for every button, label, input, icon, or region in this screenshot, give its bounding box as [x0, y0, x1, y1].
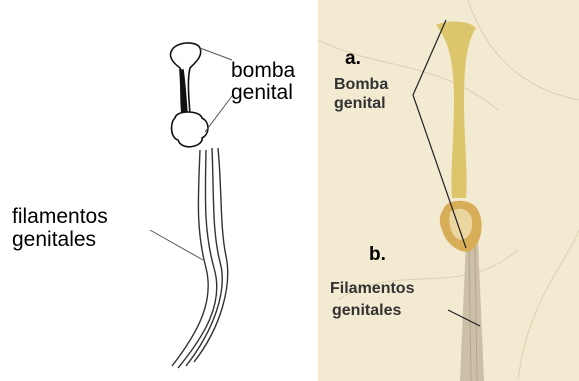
marker-b: b.: [369, 244, 386, 266]
photograph-panel: a. Bomba genital b. Filamentos genitales: [318, 0, 579, 381]
leader-lines: [150, 48, 232, 260]
bomba-genital-label-line1: bomba: [231, 59, 295, 83]
filamentos-genitales-photo-label-line1: Filamentos: [330, 280, 414, 298]
filamentos-genitales-label-line1: filamentos: [12, 205, 108, 229]
marker-a: a.: [345, 48, 361, 70]
genital-pump-drawing: [170, 43, 208, 147]
filamentos-genitales-photo-label-line2: genitales: [332, 302, 401, 320]
bomba-genital-photo-label-line1: Bomba: [334, 76, 388, 94]
genitalia-line-drawing: [0, 0, 318, 381]
line-drawing-panel: bomba genital filamentos genitales: [0, 0, 318, 381]
bomba-genital-photo-label-line2: genital: [334, 95, 386, 113]
filamentos-genitales-label-line2: genitales: [12, 228, 96, 252]
bomba-genital-label-line2: genital: [231, 81, 293, 105]
